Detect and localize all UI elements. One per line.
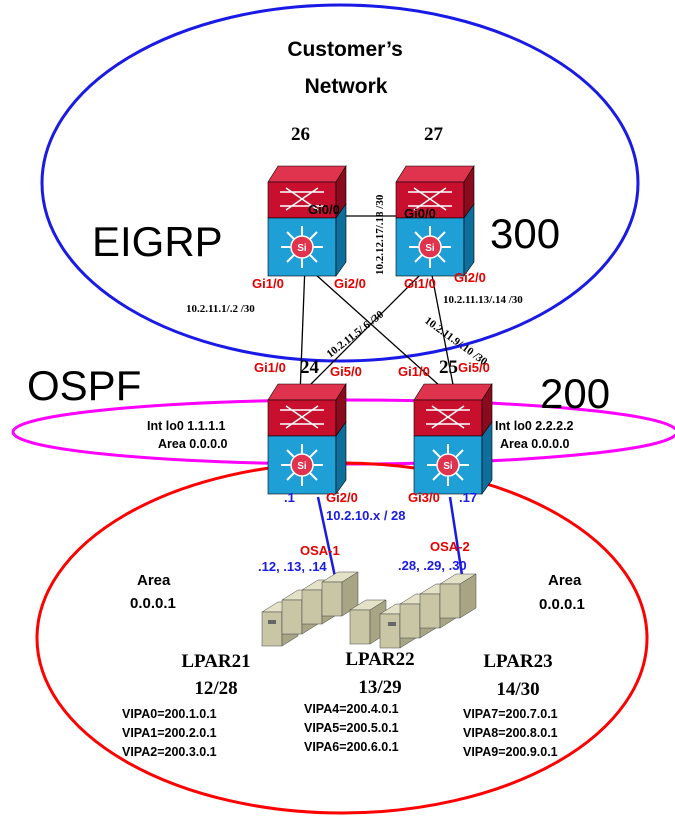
port-26-gi10: Gi1/0 xyxy=(252,276,284,291)
lpar-name: LPAR21 xyxy=(181,651,250,672)
port-27-gi10: Gi1/0 xyxy=(404,276,436,291)
switch-27-icon xyxy=(395,165,475,277)
port-24-gi20: Gi2/0 xyxy=(326,490,358,505)
osa1-label: OSA-1 xyxy=(300,543,340,558)
vipa-entry: VIPA7=200.7.0.1 xyxy=(463,707,558,721)
s24-lan-ip: .1 xyxy=(284,490,295,505)
vipa-entry: VIPA1=200.2.0.1 xyxy=(122,726,217,740)
switch-27-label: 27 xyxy=(424,124,444,145)
lpar-name: LPAR22 xyxy=(345,649,414,670)
s24-loopback: Int lo0 1.1.1.1 xyxy=(147,419,226,433)
switch-25-label: 25 xyxy=(439,357,458,378)
eigrp-ellipse xyxy=(40,3,640,363)
mainframe-icon xyxy=(261,571,477,649)
port-26-gi20: Gi2/0 xyxy=(334,276,366,291)
port-27-gi20: Gi2/0 xyxy=(454,270,486,285)
vipa-entry: VIPA2=200.3.0.1 xyxy=(122,745,217,759)
vipa-entry: VIPA5=200.5.0.1 xyxy=(304,721,399,735)
ospf-label: OSPF xyxy=(27,362,141,409)
port-25-gi50: Gi5/0 xyxy=(458,360,490,375)
s25-area: Area 0.0.0.0 xyxy=(500,437,570,451)
vipa-entry: VIPA0=200.1.0.1 xyxy=(122,707,217,721)
switch-24-label: 24 xyxy=(300,357,320,378)
lpar-ids: 12/28 xyxy=(194,678,237,699)
lpar-ids: 13/29 xyxy=(358,677,401,698)
left-area-id: 0.0.0.1 xyxy=(130,595,176,612)
osa1-ips: .12, .13, .14 xyxy=(258,559,327,574)
s25-loopback: Int lo0 2.2.2.2 xyxy=(495,419,574,433)
vipa-entry: VIPA4=200.4.0.1 xyxy=(304,702,399,716)
eigrp-label: EIGRP xyxy=(92,218,223,265)
vipa-entry: VIPA6=200.6.0.1 xyxy=(304,740,399,754)
switch-25-icon xyxy=(413,383,493,495)
switch-24-icon xyxy=(267,383,347,495)
vipa-entry: VIPA8=200.8.0.1 xyxy=(463,726,558,740)
switch-26-label: 26 xyxy=(291,124,310,145)
link-26-27-label: 10.2.12.17/.18 /30 xyxy=(374,194,386,275)
port-26-gi00: Gi0/0 xyxy=(308,202,340,217)
customer-network-title: Customer’s Network xyxy=(287,38,408,98)
left-area-title: Area xyxy=(137,572,171,589)
port-27-gi00: Gi0/0 xyxy=(404,206,436,221)
ospf-id-label: 200 xyxy=(540,370,610,417)
network-links xyxy=(299,215,456,396)
link-25-27b-label: 10.2.11.13/.14 /30 xyxy=(443,294,523,306)
eigrp-as-label: 300 xyxy=(490,210,560,257)
port-24-gi10: Gi1/0 xyxy=(254,360,286,375)
osa2-ips: .28, .29, .30 xyxy=(398,558,467,573)
port-25-gi30: Gi3/0 xyxy=(408,490,440,505)
port-25-gi10: Gi1/0 xyxy=(398,364,430,379)
vipa-entry: VIPA9=200.9.0.1 xyxy=(463,745,558,759)
s25-lan-ip: .17 xyxy=(459,490,477,505)
lpar-ids: 14/30 xyxy=(496,679,539,700)
right-area-id: 0.0.0.1 xyxy=(539,596,585,613)
lpar-list: LPAR21 12/28VIPA0=200.1.0.1VIPA1=200.2.0.… xyxy=(122,649,558,759)
link-27-24-label: 10.2.11.5/.6 /30 xyxy=(324,308,386,360)
s24-area: Area 0.0.0.0 xyxy=(158,437,228,451)
osa2-label: OSA-2 xyxy=(430,539,470,554)
lpar-name: LPAR23 xyxy=(483,651,552,672)
link-26-24-label: 10.2.11.1/.2 /30 xyxy=(186,303,255,315)
right-area-title: Area xyxy=(548,572,582,589)
switch-26-icon xyxy=(267,165,347,277)
port-24-gi50: Gi5/0 xyxy=(330,364,362,379)
lan-subnet: 10.2.10.x / 28 xyxy=(326,508,406,523)
